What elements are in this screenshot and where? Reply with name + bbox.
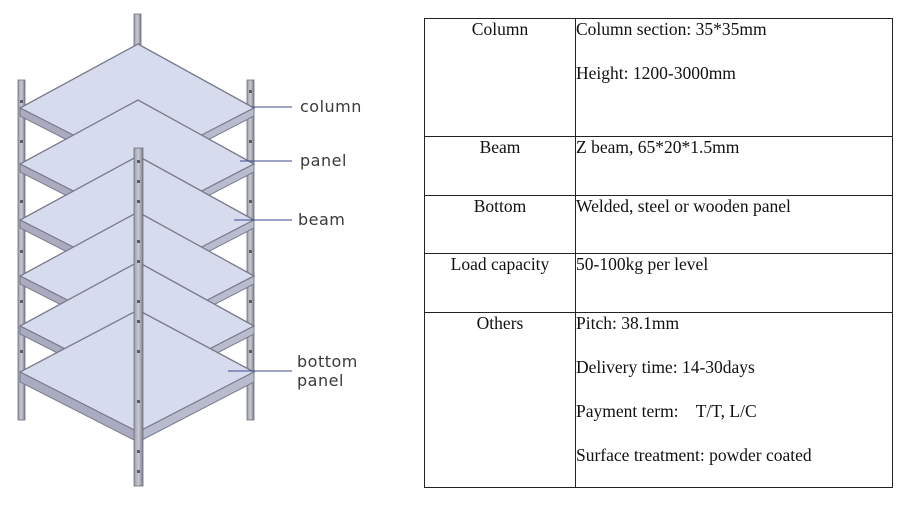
spec-value: Z beam, 65*20*1.5mm: [575, 136, 893, 196]
callout-column: column: [300, 97, 362, 116]
callout-bottom-panel: bottom panel: [297, 352, 358, 390]
spec-line: Surface treatment: powder coated: [576, 445, 812, 465]
spec-key: Column: [424, 18, 576, 137]
spec-value: Welded, steel or wooden panel: [575, 195, 893, 254]
spec-key: Others: [424, 312, 576, 488]
spec-line: Column section: 35*35mm: [576, 19, 767, 39]
spec-key: Bottom: [424, 195, 576, 254]
spec-row-others: Others Pitch: 38.1mm Delivery time: 14-3…: [424, 312, 893, 488]
callout-bottom-panel-line1: bottom: [297, 352, 358, 371]
callout-beam: beam: [298, 210, 346, 229]
spec-key: Beam: [424, 136, 576, 196]
spec-row-bottom: Bottom Welded, steel or wooden panel: [424, 195, 893, 254]
spec-line: Pitch: 38.1mm: [576, 313, 680, 333]
front-column: [133, 147, 144, 487]
column-perforations: [20, 90, 252, 473]
spec-line: Delivery time: 14-30days: [576, 357, 755, 377]
spec-line: Payment term: T/T, L/C: [576, 401, 757, 421]
callout-bottom-panel-line2: panel: [297, 371, 344, 390]
spec-row-load-capacity: Load capacity 50-100kg per level: [424, 253, 893, 313]
spec-line: Height: 1200-3000mm: [576, 63, 736, 83]
spec-row-beam: Beam Z beam, 65*20*1.5mm: [424, 136, 893, 196]
spec-table: Column Column section: 35*35mm Height: 1…: [424, 18, 893, 488]
spec-line: Welded, steel or wooden panel: [576, 196, 791, 216]
spec-line: Z beam, 65*20*1.5mm: [576, 137, 740, 157]
spec-value: Pitch: 38.1mm Delivery time: 14-30days P…: [575, 312, 893, 488]
callout-leader-lines: [228, 106, 292, 372]
callout-panel: panel: [300, 151, 347, 170]
spec-value: 50-100kg per level: [575, 253, 893, 313]
shelving-rack-illustration: [17, 13, 292, 487]
spec-value: Column section: 35*35mm Height: 1200-300…: [575, 18, 893, 137]
spec-row-column: Column Column section: 35*35mm Height: 1…: [424, 18, 893, 137]
spec-line: 50-100kg per level: [576, 254, 709, 274]
spec-key: Load capacity: [424, 253, 576, 313]
